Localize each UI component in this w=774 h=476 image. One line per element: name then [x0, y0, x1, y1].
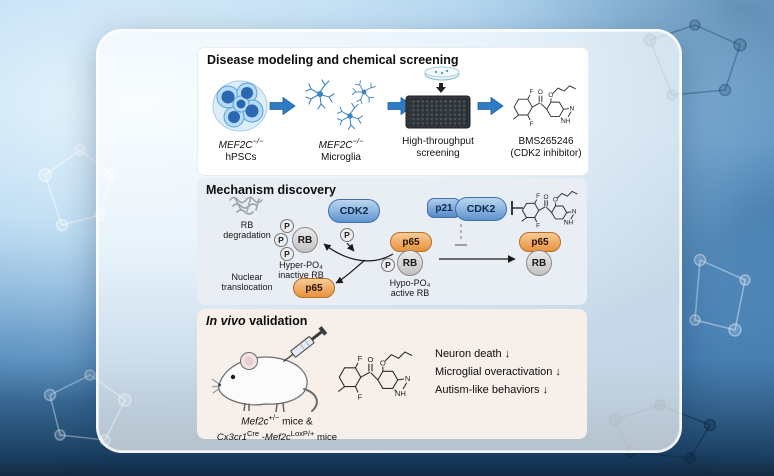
svg-text:O: O — [553, 197, 558, 204]
panel-mechanism: Mechanism discovery RB degradation P P P… — [197, 178, 587, 305]
figure-card: Disease modeling and chemical screening … — [96, 29, 682, 453]
svg-text:O: O — [367, 355, 373, 364]
outcome-text: Neuron death ↓ — [435, 348, 511, 360]
well-plate-icon — [405, 95, 471, 129]
svg-text:F: F — [358, 393, 363, 402]
flow-arrow-icon — [269, 96, 296, 116]
microglia-illustration — [305, 79, 376, 130]
phosphate-badge: P — [280, 219, 294, 233]
mouse-tail — [303, 388, 318, 412]
htscreening-illustration — [405, 66, 471, 129]
svg-text:N: N — [572, 209, 577, 216]
chemical-structure-bms265246: F F O O N NH — [513, 85, 576, 128]
mechanism-title: Mechanism discovery — [206, 183, 336, 197]
p65-oval: p65 — [390, 232, 432, 252]
svg-text:NH: NH — [564, 220, 574, 227]
svg-text:NH: NH — [395, 389, 406, 398]
svg-text:F: F — [536, 222, 540, 229]
chemical-structure-bms265246: F F O O N NH — [521, 190, 578, 229]
rb-degradation-label: RB degradation — [223, 220, 271, 240]
cdk2-oval: CDK2 — [328, 199, 380, 223]
panel-screening: Disease modeling and chemical screening … — [197, 47, 589, 176]
svg-text:N: N — [405, 374, 411, 383]
flow-arrow-icon — [477, 96, 504, 116]
cdk2-oval: CDK2 — [455, 197, 507, 221]
mouse-eye — [230, 374, 236, 380]
syringe-icon — [283, 326, 328, 363]
svg-text:O: O — [544, 194, 549, 201]
down-arrow-icon — [436, 83, 446, 93]
hyper-po4-label: Hyper-PO₄ inactive RB — [278, 260, 324, 280]
hpsc-colony-illustration — [212, 80, 268, 132]
nuclear-translocation-label: Nuclear translocation — [221, 272, 273, 292]
rb-circle: RB — [292, 227, 318, 253]
outcome-text: Microglial overactivation ↓ — [435, 366, 561, 378]
svg-text:O: O — [548, 92, 553, 99]
dashed-inhibition-line — [455, 224, 467, 246]
p65-oval: p65 — [519, 232, 561, 252]
microglia-label: MEF2C−/− Microglia — [318, 137, 364, 164]
svg-text:N: N — [570, 106, 575, 113]
compound-label: BMS265246 (CDK2 inhibitor) — [510, 136, 582, 159]
rb-circle: RB — [397, 250, 423, 276]
svg-text:F: F — [536, 193, 540, 200]
svg-text:O: O — [380, 359, 386, 368]
invivo-title: In vivo validation — [206, 314, 308, 328]
petri-dish-icon — [424, 66, 460, 81]
hypo-po4-label: Hypo-PO₄ active RB — [389, 278, 431, 298]
phosphate-badge: P — [280, 247, 294, 261]
mice-genotype-label: Mef2c+/− mice & Cx3cr1Cre -Mef2cLoxP/+ m… — [216, 413, 338, 443]
svg-text:F: F — [530, 88, 534, 95]
rb-circle: RB — [526, 250, 552, 276]
phosphate-badge: P — [340, 228, 354, 242]
panel-invivo: In vivo validation Mef2c+/− mice & Cx3cr… — [197, 309, 587, 443]
outcome-list: Neuron death ↓ Microglial overactivation… — [435, 345, 561, 399]
svg-text:F: F — [530, 121, 534, 128]
hts-label: High-throughput screening — [402, 136, 474, 159]
rb-degradation-squiggle — [229, 196, 263, 215]
phosphate-badge: P — [274, 233, 288, 247]
phosphate-badge: P — [381, 258, 395, 272]
svg-text:NH: NH — [561, 118, 571, 125]
svg-text:O: O — [538, 89, 543, 96]
outcome-text: Autism-like behaviors ↓ — [435, 384, 549, 396]
mouse-whiskers — [211, 378, 221, 394]
hpsc-label: MEF2C−/− hPSCs — [218, 137, 264, 164]
chemical-structure-bms265246: F F O O N NH — [337, 351, 413, 402]
mouse-illustration — [211, 326, 328, 413]
p65-oval: p65 — [293, 278, 335, 298]
screening-title: Disease modeling and chemical screening — [207, 53, 459, 67]
svg-text:F: F — [358, 354, 363, 363]
